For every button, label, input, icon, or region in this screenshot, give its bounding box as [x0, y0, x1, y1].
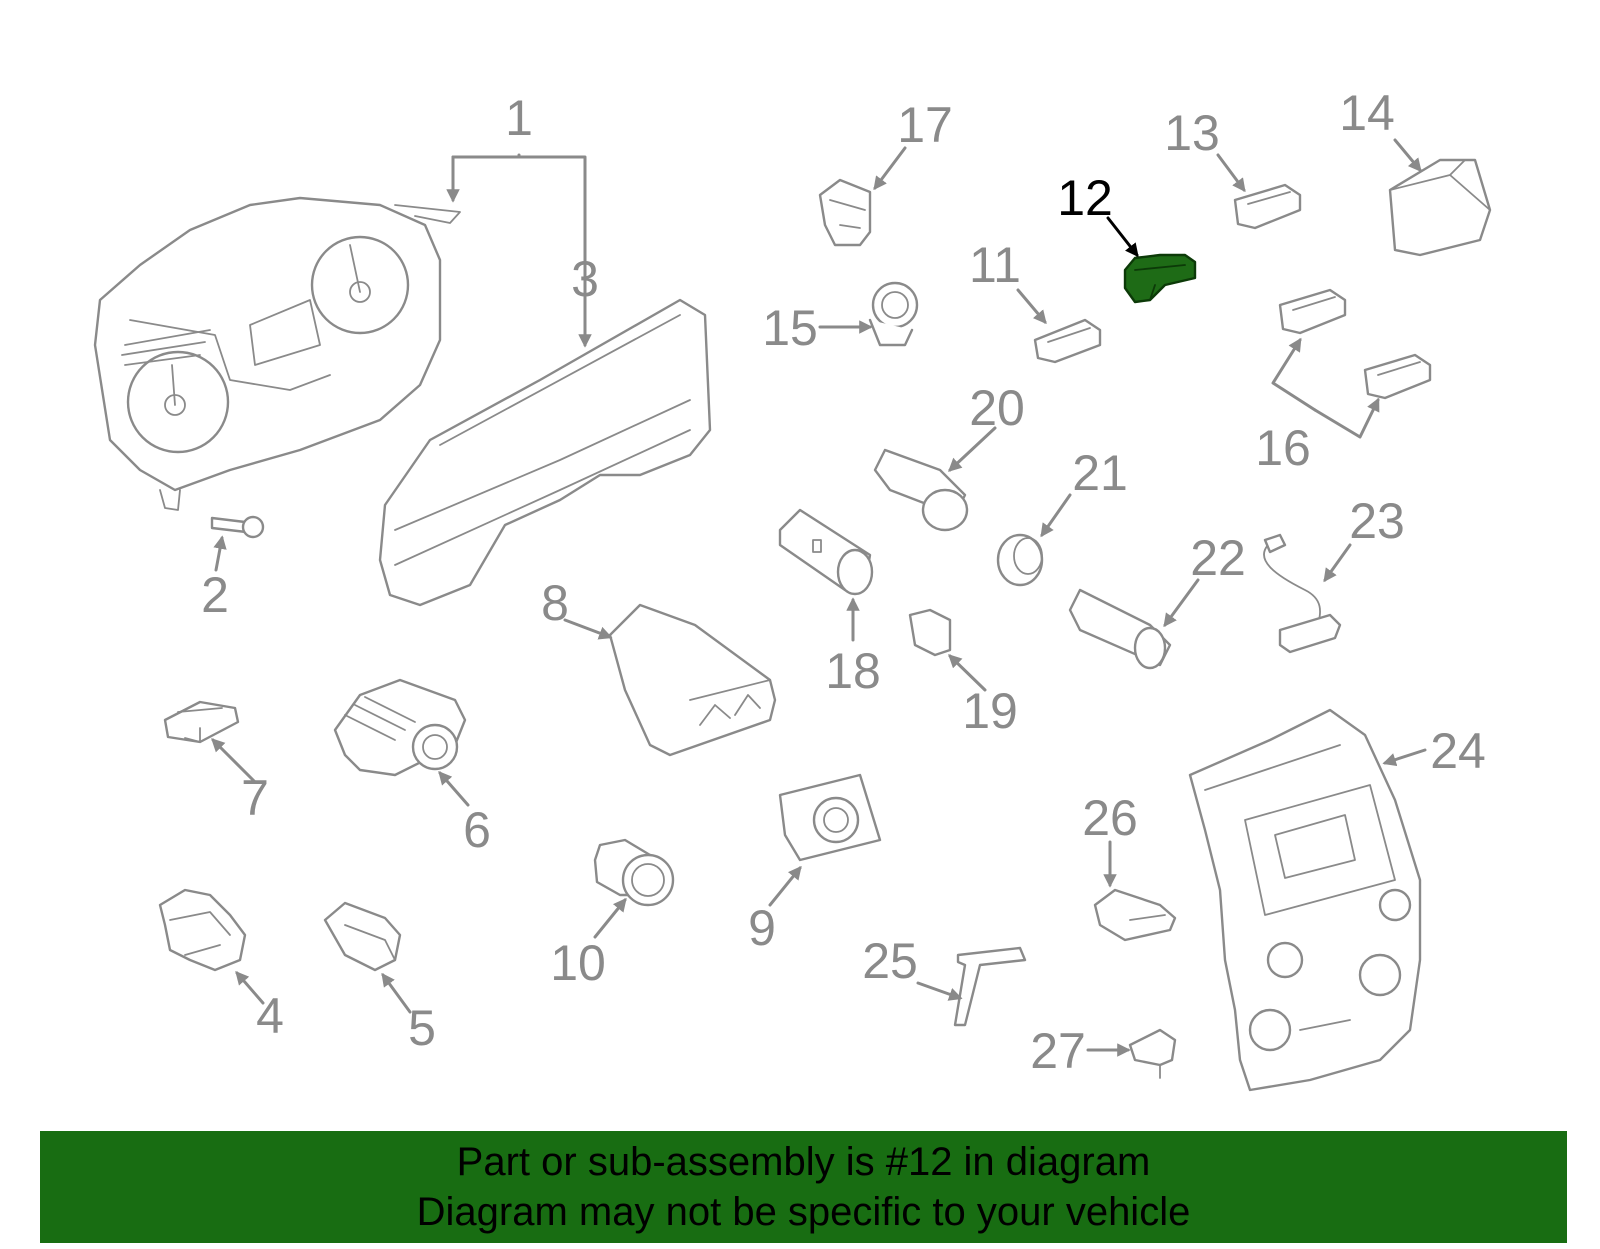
part-5-switch[interactable] [323, 901, 402, 972]
part-12-switch[interactable] [1123, 253, 1197, 304]
callout-22: 22 [1190, 530, 1246, 586]
part-11-switch[interactable] [1033, 318, 1102, 364]
part-1-instrument-cluster[interactable] [93, 196, 461, 511]
callout-12: 12 [1057, 170, 1113, 226]
part-8-storage-bin[interactable] [608, 603, 777, 757]
callout-19: 19 [962, 683, 1018, 739]
part-27-sensor[interactable] [1128, 1028, 1177, 1079]
part-6-headlamp-switch[interactable] [333, 678, 467, 777]
callout-24: 24 [1430, 723, 1486, 779]
banner-line-part-number: Part or sub-assembly is #12 in diagram [456, 1140, 1151, 1184]
callout-21: 21 [1072, 445, 1128, 501]
banner-line-disclaimer: Diagram may not be specific to your vehi… [416, 1190, 1191, 1234]
part-7-switch[interactable] [163, 700, 240, 744]
callout-8: 8 [541, 575, 569, 631]
callout-27: 27 [1030, 1023, 1086, 1079]
part-3-cluster-lens[interactable] [378, 298, 712, 607]
callout-9: 9 [748, 900, 776, 956]
part-13-switch[interactable] [1233, 183, 1302, 230]
callout-17: 17 [897, 97, 953, 153]
part-18-socket[interactable] [778, 508, 874, 596]
callout-10: 10 [550, 935, 606, 991]
callout-14: 14 [1339, 85, 1395, 141]
callout-5: 5 [408, 1000, 436, 1056]
leader-lines [211, 138, 1427, 1057]
part-17-button[interactable] [818, 178, 872, 247]
callout-20: 20 [969, 380, 1025, 436]
part-24-center-stack-bezel[interactable] [1188, 708, 1422, 1092]
callout-7: 7 [241, 770, 269, 826]
part-4-switch[interactable] [158, 888, 247, 972]
part-26-usb-port[interactable] [1093, 888, 1177, 942]
callout-3: 3 [571, 251, 599, 307]
callout-25: 25 [862, 933, 918, 989]
part-20-power-socket[interactable] [873, 448, 969, 532]
part-16-switch-upper[interactable] [1278, 288, 1347, 335]
callout-6: 6 [463, 802, 491, 858]
part-9-bezel[interactable] [778, 773, 882, 862]
callout-26: 26 [1082, 790, 1138, 846]
callout-23: 23 [1349, 493, 1405, 549]
part-19-clip[interactable] [908, 608, 952, 657]
callout-15: 15 [762, 300, 818, 356]
callout-18: 18 [825, 643, 881, 699]
parts-diagram: 1 2 3 4 5 6 7 8 9 10 11 12 13 14 15 16 1… [93, 85, 1492, 1092]
callout-2: 2 [201, 567, 229, 623]
callout-labels: 1 2 3 4 5 6 7 8 9 10 11 12 13 14 15 16 1… [201, 85, 1486, 1079]
part-16-switch-lower[interactable] [1363, 353, 1432, 400]
callout-1: 1 [505, 90, 533, 146]
part-15-connector[interactable] [868, 281, 919, 347]
callout-4: 4 [256, 988, 284, 1044]
part-25-bracket[interactable] [953, 946, 1027, 1027]
callout-16: 16 [1255, 420, 1311, 476]
callout-13: 13 [1164, 105, 1220, 161]
part-14-module[interactable] [1388, 158, 1492, 257]
part-23-wire-harness[interactable] [1263, 533, 1342, 654]
info-banner: Part or sub-assembly is #12 in diagram D… [40, 1131, 1567, 1243]
callout-11: 11 [969, 237, 1021, 293]
part-2-screw[interactable] [210, 515, 265, 539]
part-22-socket[interactable] [1068, 588, 1172, 670]
part-21-ring[interactable] [996, 533, 1044, 587]
part-10-push-button[interactable] [593, 838, 675, 907]
